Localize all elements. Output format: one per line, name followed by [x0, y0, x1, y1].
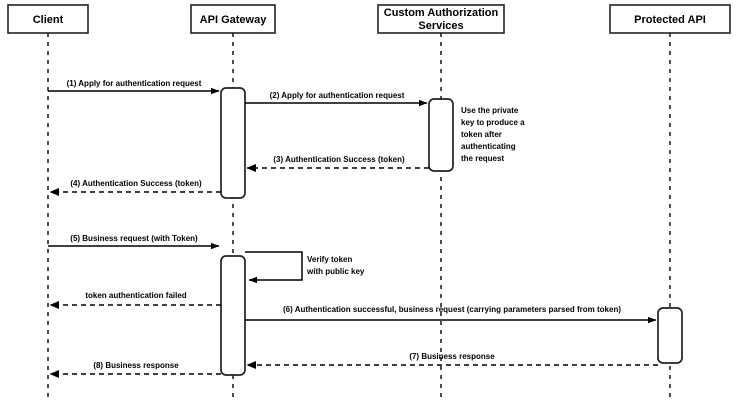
message-8[interactable]: (8) Business response: [49, 361, 221, 378]
lifelines-group: [47, 33, 671, 398]
note-private-key-line-4: authenticating: [461, 142, 516, 151]
participant-box-authsvc[interactable]: [377, 4, 505, 34]
message-3-label: (3) Authentication Success (token): [273, 155, 405, 164]
message-5-label: (5) Business request (with Token): [70, 234, 198, 243]
participant-label-authsvc-line2: Services: [418, 20, 463, 32]
message-self-verify-token[interactable]: Verify token with public key: [245, 251, 365, 284]
participant-label-authsvc-line1: Custom Authorization: [384, 7, 499, 19]
message-5[interactable]: (5) Business request (with Token): [48, 234, 220, 250]
message-7[interactable]: (7) Business response: [246, 352, 658, 369]
activation-bar-gateway-2[interactable]: [220, 255, 246, 376]
message-self-verify-token-label-line2: with public key: [306, 267, 365, 276]
participant-box-protapi[interactable]: [609, 4, 731, 34]
participant-box-client[interactable]: [7, 4, 89, 34]
message-6-label: (6) Authentication successful, business …: [283, 305, 621, 314]
message-2[interactable]: (2) Apply for authentication request: [245, 91, 428, 107]
message-7-label: (7) Business response: [409, 352, 495, 361]
note-private-key-line-5: the request: [461, 154, 504, 163]
message-token-authentication-failed[interactable]: token authentication failed: [49, 291, 221, 309]
message-4-label: (4) Authentication Success (token): [70, 179, 202, 188]
message-self-verify-token-arrow: [245, 251, 303, 284]
message-self-verify-token-label-line1: Verify token: [307, 255, 352, 264]
message-4[interactable]: (4) Authentication Success (token): [49, 179, 221, 196]
note-private-key-line-2: key to produce a: [461, 118, 525, 127]
note-private-key: Use the private key to produce a token a…: [461, 106, 525, 163]
participant-label-protapi: Protected API: [634, 14, 706, 26]
participant-label-client: Client: [33, 14, 64, 26]
activation-bar-gateway-1[interactable]: [220, 87, 246, 199]
participant-header-client[interactable]: Client: [7, 4, 89, 34]
message-8-label: (8) Business response: [93, 361, 179, 370]
message-2-label: (2) Apply for authentication request: [270, 91, 405, 100]
activations-group: [220, 87, 683, 376]
participant-label-gateway: API Gateway: [200, 14, 268, 26]
note-private-key-line-1: Use the private: [461, 106, 519, 115]
message-token-authentication-failed-label: token authentication failed: [85, 291, 186, 300]
activation-bar-protapi-1[interactable]: [657, 307, 683, 364]
participant-box-gateway[interactable]: [190, 4, 276, 34]
activation-bar-authsvc-1[interactable]: [428, 98, 454, 172]
participant-header-authsvc[interactable]: Custom Authorization Services: [377, 4, 505, 34]
message-1-label: (1) Apply for authentication request: [67, 79, 202, 88]
participant-header-gateway[interactable]: API Gateway: [190, 4, 276, 34]
message-6[interactable]: (6) Authentication successful, business …: [245, 305, 657, 324]
message-3[interactable]: (3) Authentication Success (token): [246, 155, 429, 172]
message-1[interactable]: (1) Apply for authentication request: [48, 79, 220, 95]
participant-header-protapi[interactable]: Protected API: [609, 4, 731, 34]
note-private-key-line-3: token after: [461, 130, 502, 139]
